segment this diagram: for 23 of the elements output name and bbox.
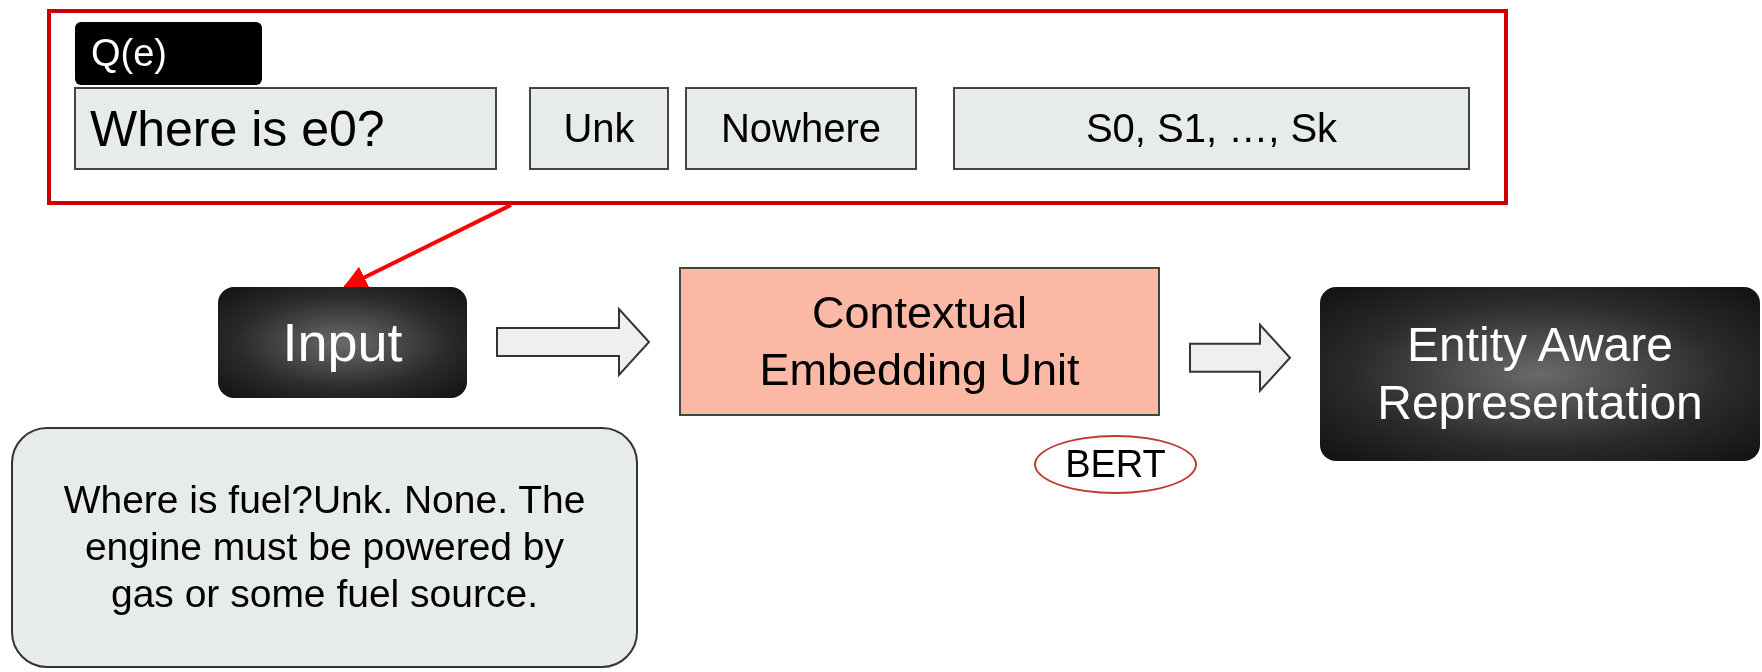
block-arrow [1189, 322, 1292, 394]
field-text: Nowhere [720, 106, 882, 151]
box-label: Input [282, 311, 403, 375]
query-tab [75, 22, 262, 85]
dark-box [218, 287, 467, 398]
process-box [679, 267, 1160, 416]
arrow [342, 203, 512, 289]
tab-label: Q(e) [91, 32, 167, 75]
block-arrow [496, 306, 651, 378]
box-label: Entity Aware Representation [1376, 317, 1704, 431]
query-field [74, 87, 497, 170]
dark-box [1320, 287, 1760, 461]
query-field [953, 87, 1470, 170]
field-text: Where is e0? [90, 99, 385, 158]
query-frame [47, 9, 1508, 205]
text-box [11, 427, 638, 668]
box-label: Contextual Embedding Unit [758, 286, 1081, 397]
field-text: S0, S1, …, Sk [1085, 106, 1338, 151]
field-text: Unk [563, 106, 635, 151]
query-field [529, 87, 669, 170]
query-field [685, 87, 917, 170]
example-text: Where is fuel?Unk. None. The engine must be powered by gas or some fuel source. [63, 477, 586, 617]
model-label: BERT [1065, 443, 1166, 486]
